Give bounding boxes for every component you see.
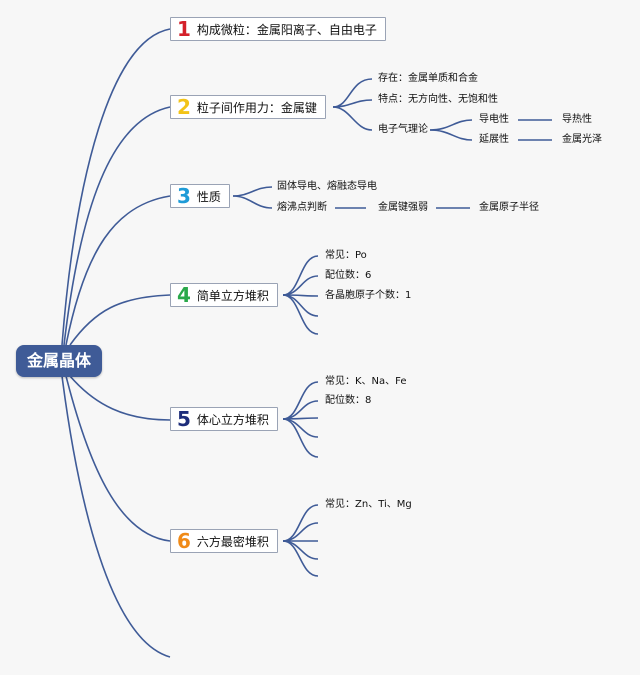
topic-number: 5	[177, 407, 191, 431]
subtopic[interactable]: 配位数：8	[325, 395, 372, 406]
subtopic[interactable]: 特点：无方向性、无饱和性	[378, 94, 498, 105]
subtopic[interactable]: 常见：K、Na、Fe	[325, 376, 407, 387]
subtopic[interactable]: 固体导电、熔融态导电	[277, 181, 377, 192]
subtopic[interactable]: 常见：Po	[325, 250, 367, 261]
topic-label: 六方最密堆积	[196, 534, 269, 549]
link-root-extra	[61, 375, 171, 658]
subtopic[interactable]: 导热性	[562, 114, 592, 125]
topic-1[interactable]: 1 构成微粒：金属阳离子、自由电子	[170, 17, 386, 41]
topic-number: 6	[177, 529, 191, 553]
link-root-5	[69, 375, 171, 421]
topic-label: 粒子间作用力：金属键	[196, 100, 317, 115]
subtopic[interactable]: 电子气理论	[378, 124, 428, 135]
subtopic[interactable]: 配位数：6	[325, 270, 372, 281]
topic-number: 1	[177, 17, 191, 41]
subtopic[interactable]: 金属原子半径	[479, 202, 539, 213]
link-root-3	[65, 195, 171, 346]
link-root-6	[65, 375, 171, 542]
link-root-4	[69, 294, 171, 346]
link-root-1	[61, 28, 171, 346]
subtopic[interactable]: 各晶胞原子个数：1	[325, 290, 412, 301]
subtopic[interactable]: 存在：金属单质和合金	[378, 73, 478, 84]
topic-2[interactable]: 2 粒子间作用力：金属键	[170, 95, 326, 119]
topic-number: 2	[177, 95, 191, 119]
topic-label: 体心立方堆积	[196, 412, 269, 427]
topic-3[interactable]: 3 性质	[170, 184, 230, 208]
topic-6[interactable]: 6 六方最密堆积	[170, 529, 278, 553]
subtopic[interactable]: 延展性	[479, 134, 509, 145]
topic-5[interactable]: 5 体心立方堆积	[170, 407, 278, 431]
root-topic[interactable]: 金属晶体	[16, 345, 102, 377]
topic-number: 4	[177, 283, 191, 307]
topic-label: 构成微粒：金属阳离子、自由电子	[196, 22, 377, 37]
subtopic[interactable]: 导电性	[479, 114, 509, 125]
subtopic[interactable]: 熔沸点判断	[277, 202, 327, 213]
topic-label: 简单立方堆积	[196, 288, 269, 303]
link-root-2	[63, 106, 171, 346]
subtopic[interactable]: 金属光泽	[562, 134, 602, 145]
topic-4[interactable]: 4 简单立方堆积	[170, 283, 278, 307]
subtopic[interactable]: 常见：Zn、Ti、Mg	[325, 499, 412, 510]
topic-label: 性质	[196, 189, 221, 204]
topic-number: 3	[177, 184, 191, 208]
subtopic[interactable]: 金属键强弱	[378, 202, 428, 213]
